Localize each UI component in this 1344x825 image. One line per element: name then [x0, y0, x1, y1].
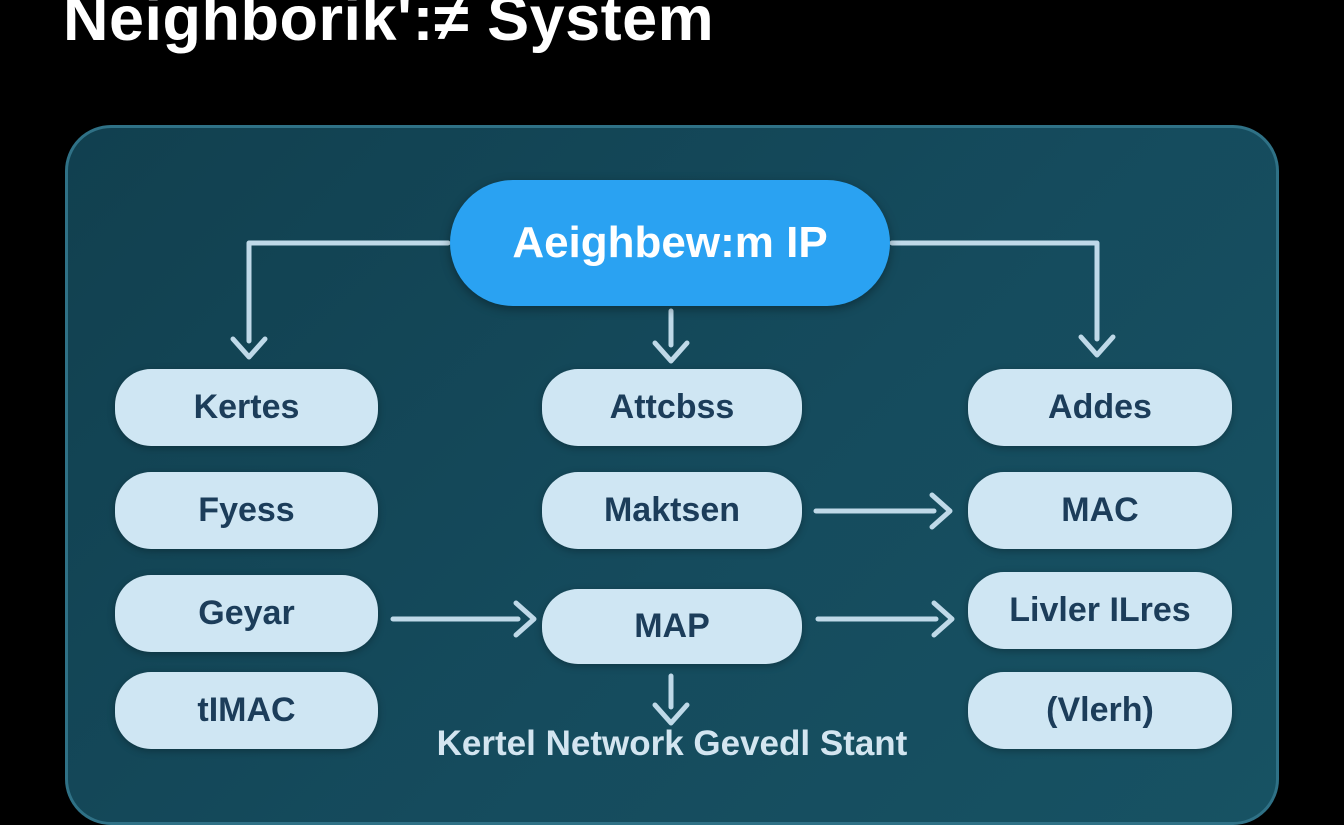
node-left-kertes: Kertes [115, 369, 378, 446]
node-left-fyess: Fyess [115, 472, 378, 549]
node-right-addes: Addes [968, 369, 1232, 446]
diagram-canvas: Neighborik':≠ System [63, 0, 1279, 825]
node-left-geyar: Geyar [115, 575, 378, 652]
node-right-livler-ilres: Livler ILres [968, 572, 1232, 649]
node-root-ip: Aeighbew:m IP [450, 180, 890, 306]
node-middle-map: MAP [542, 589, 802, 664]
page-title: Neighborik':≠ System [63, 0, 715, 54]
footer-label: Kertel Network Gevedl Stant [436, 724, 908, 763]
node-right-mac: MAC [968, 472, 1232, 549]
node-right-vlerh: (Vlerh) [968, 672, 1232, 749]
node-left-timac: tIMAC [115, 672, 378, 749]
node-middle-attcbss: Attcbss [542, 369, 802, 446]
node-middle-maktsen: Maktsen [542, 472, 802, 549]
